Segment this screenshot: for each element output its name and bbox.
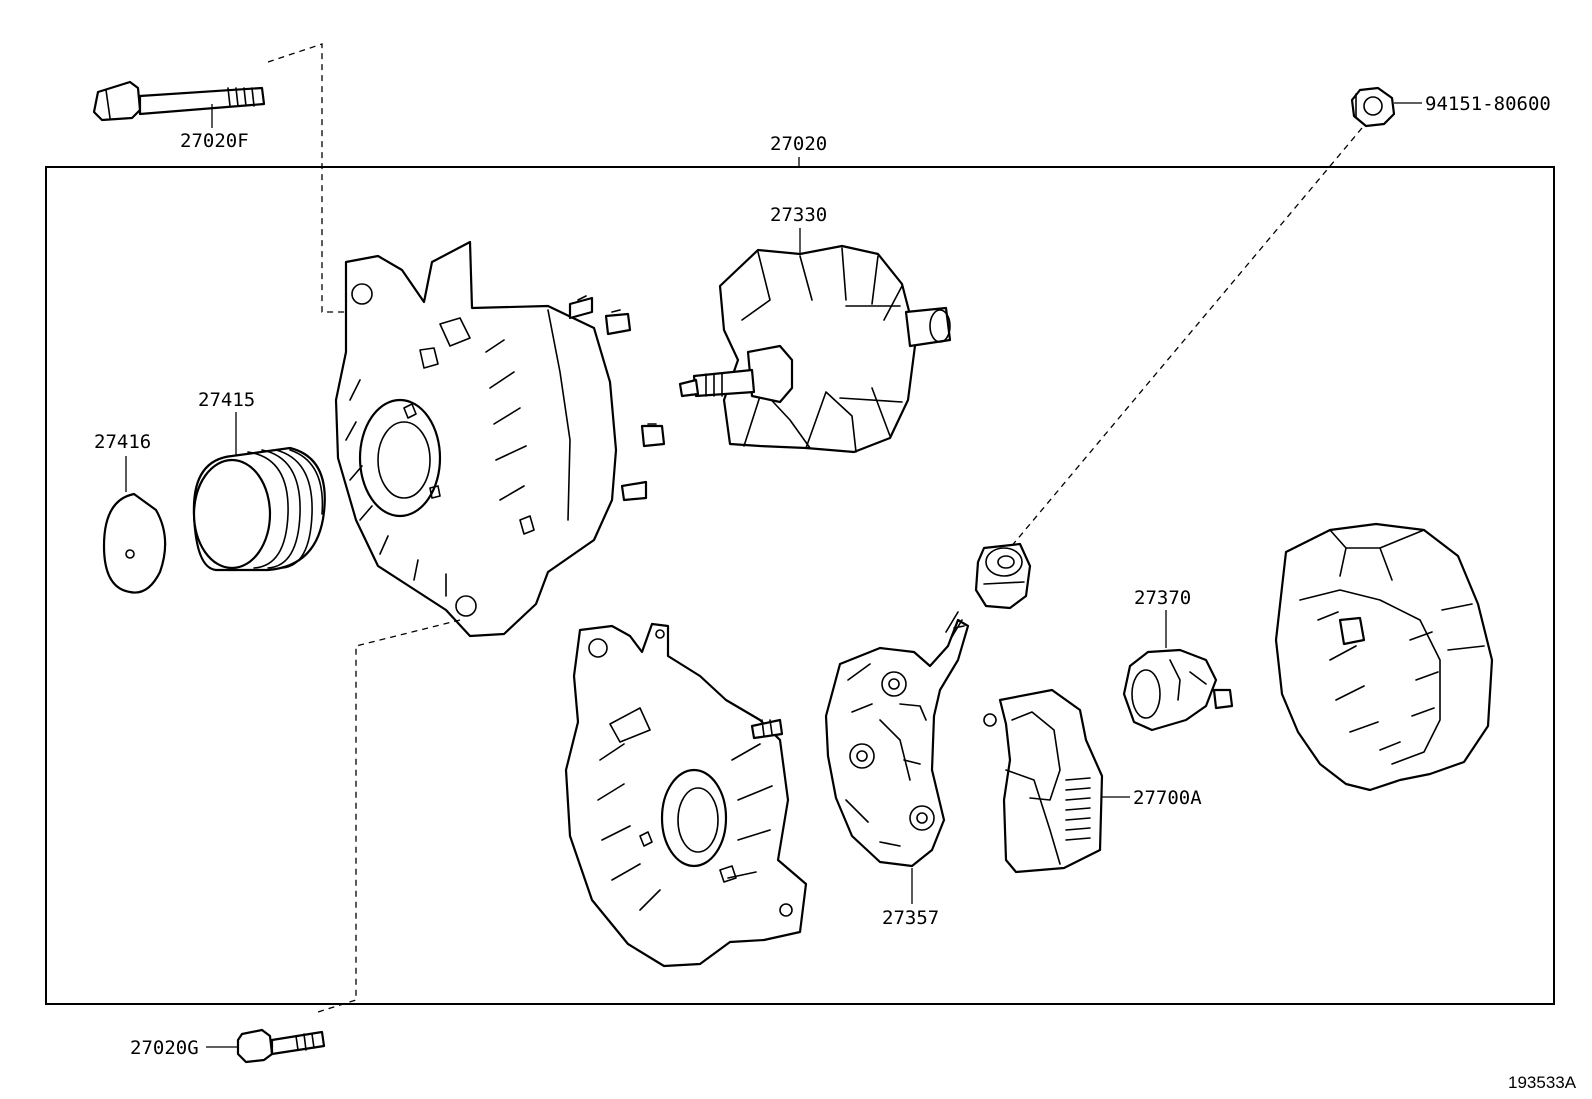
dashed-guide-bottom	[317, 619, 461, 1013]
label-27020F: 27020F	[180, 130, 249, 152]
label-27020G: 27020G	[130, 1037, 199, 1059]
label-27370: 27370	[1134, 587, 1191, 609]
cap-27416[interactable]	[102, 492, 167, 594]
label-27330: 27330	[770, 204, 827, 226]
bolt-27020F[interactable]	[92, 80, 266, 122]
dashed-guide-nut	[1009, 127, 1363, 549]
dashed-guide-top	[267, 43, 348, 313]
label-27700A: 27700A	[1133, 787, 1202, 809]
label-27020-assembly: 27020	[770, 133, 827, 155]
label-27416: 27416	[94, 431, 151, 453]
label-94151-80600: 94151-80600	[1425, 93, 1551, 115]
assembly-frame	[45, 166, 1555, 1005]
rotor-27330[interactable]	[678, 244, 952, 454]
bushing[interactable]	[974, 542, 1032, 610]
rectifier-27357[interactable]	[824, 611, 970, 868]
reference-code: 193533A	[1508, 1073, 1577, 1092]
brush-holder-27370[interactable]	[1122, 648, 1234, 732]
label-27415: 27415	[198, 389, 255, 411]
regulator-27700A[interactable]	[983, 688, 1104, 874]
nut-94151-80600[interactable]	[1350, 86, 1396, 128]
rear-housing[interactable]	[564, 622, 808, 968]
label-27357: 27357	[882, 907, 939, 929]
pulley-27415[interactable]	[192, 446, 326, 572]
bolt-27020G[interactable]	[236, 1028, 326, 1064]
end-cover[interactable]	[1274, 522, 1494, 792]
front-housing[interactable]	[334, 240, 666, 638]
